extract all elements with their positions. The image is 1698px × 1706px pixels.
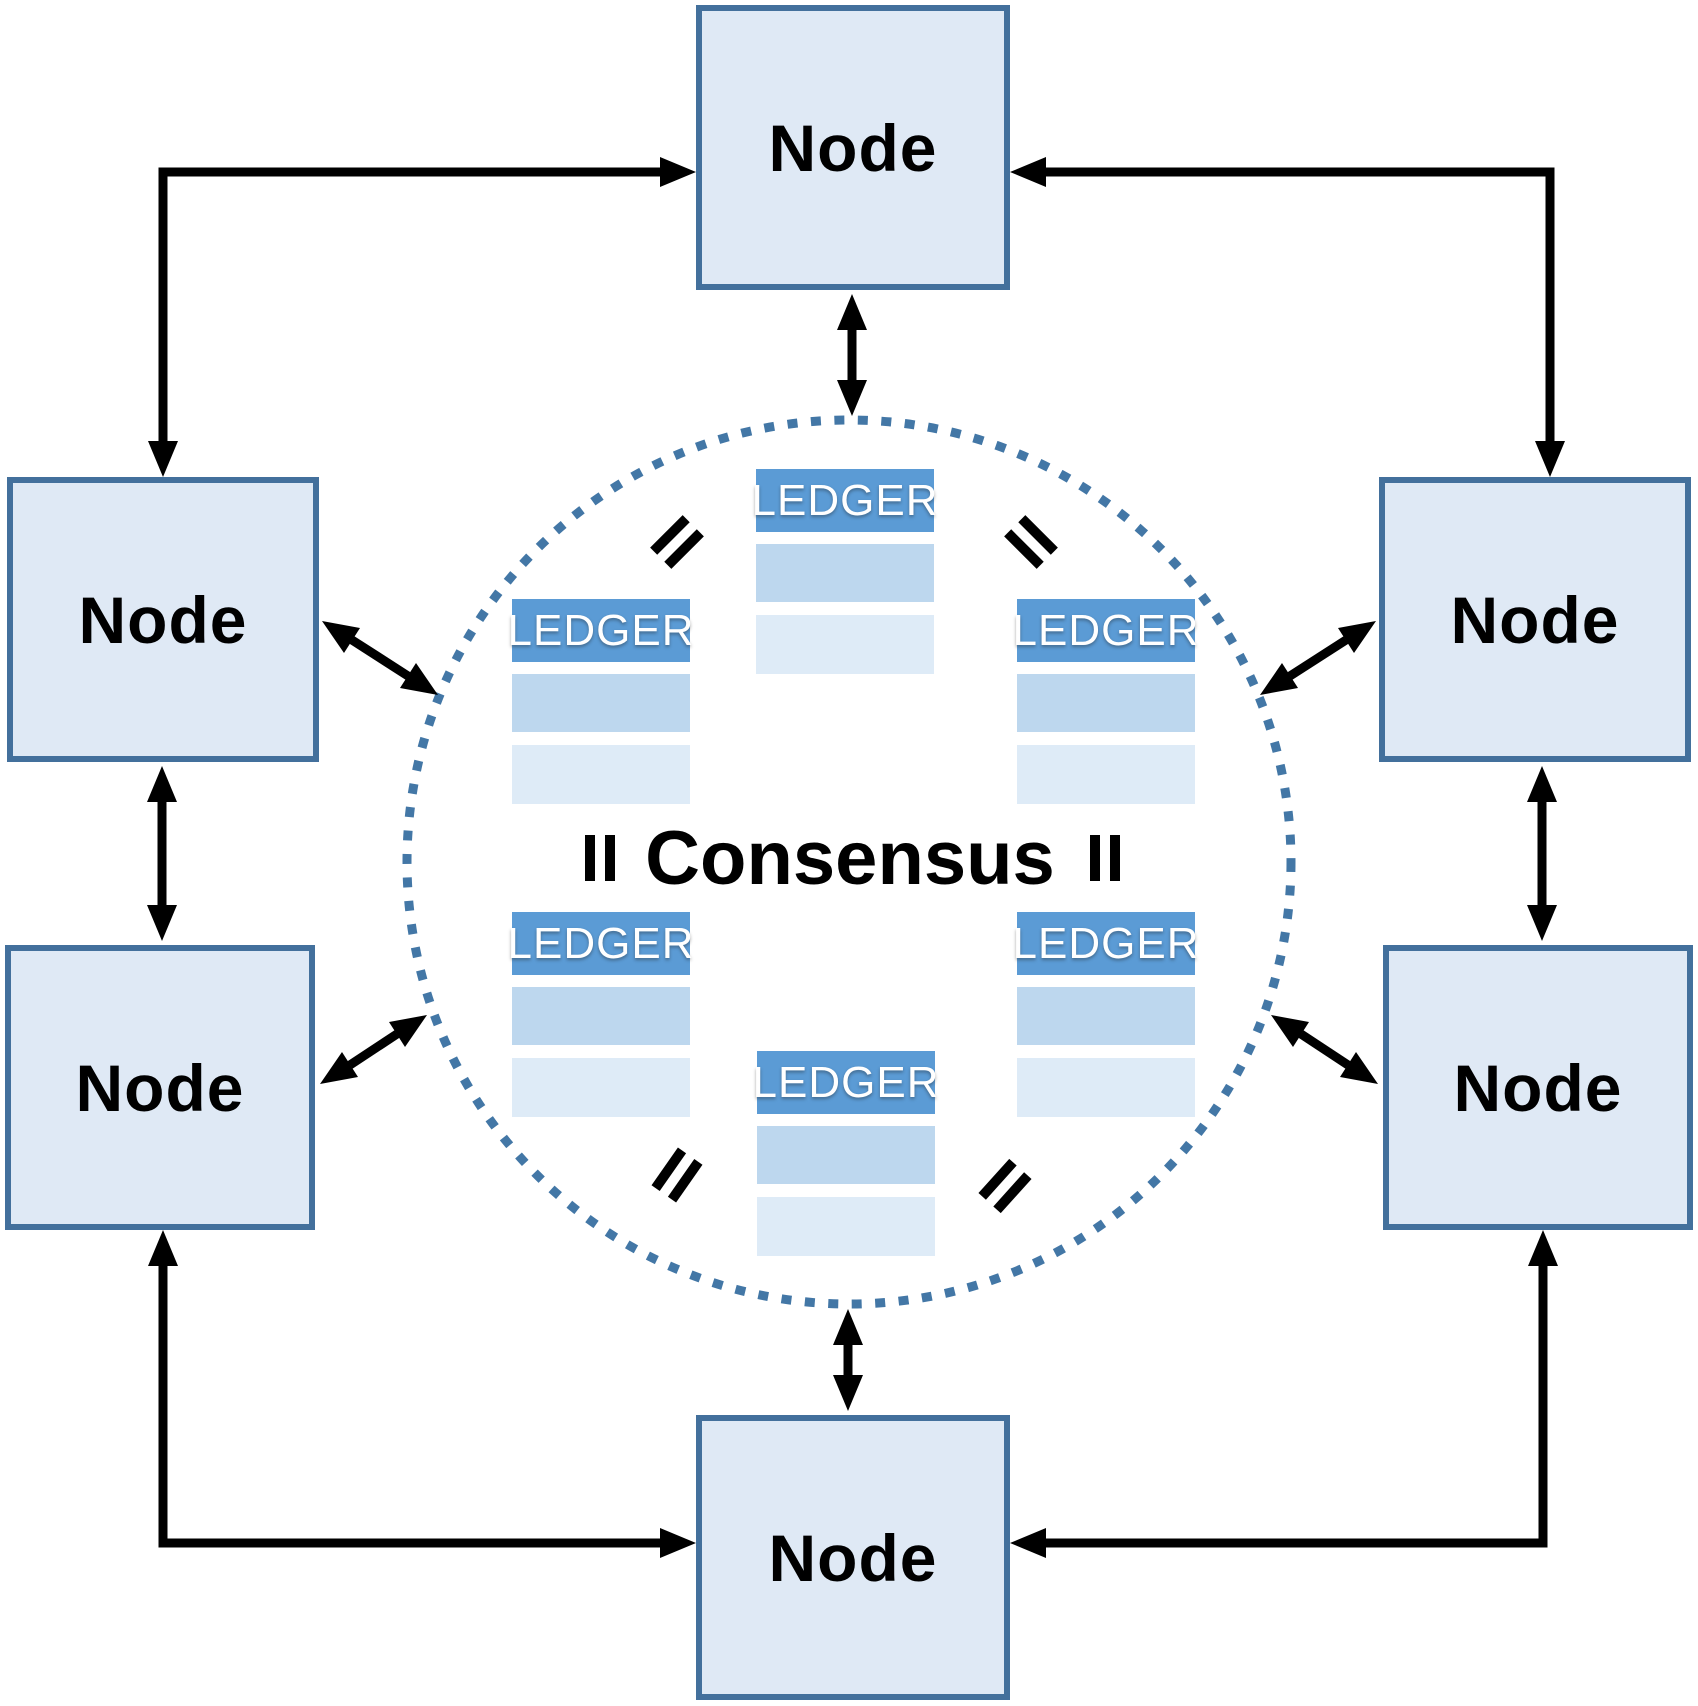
arrowhead-up-icon xyxy=(833,1309,863,1345)
equal-bar xyxy=(1110,835,1120,881)
equal-bar xyxy=(585,835,595,881)
arrow-left-vertical xyxy=(147,766,177,941)
ledger-row xyxy=(1017,674,1195,732)
node-label: Node xyxy=(768,110,938,185)
consensus-label: Consensus xyxy=(645,815,1055,901)
ledger-header: LEDGER xyxy=(1013,912,1198,975)
arrow-top-left-elbow xyxy=(148,157,696,477)
arrowhead-down-icon xyxy=(1535,441,1565,477)
ledger-table-southwest: LEDGER xyxy=(508,912,693,1117)
arrowhead-downright-icon xyxy=(400,663,438,695)
arrowhead-up-icon xyxy=(1528,1230,1558,1266)
ledger-row xyxy=(757,1126,935,1184)
arrow-top-right-elbow xyxy=(1010,157,1565,477)
node-label: Node xyxy=(768,1520,938,1595)
arrowhead-right-icon xyxy=(660,157,696,187)
equal-bar xyxy=(1090,835,1100,881)
arrowhead-down-icon xyxy=(837,380,867,416)
arrow-lower-right-diagonal xyxy=(1271,1015,1378,1084)
ledger-row xyxy=(512,745,690,804)
arrowhead-right-icon xyxy=(660,1528,696,1558)
node-label: Node xyxy=(78,582,248,657)
node-box-upper-left: Node xyxy=(7,477,319,762)
arrowhead-up-icon xyxy=(837,294,867,330)
arrowhead-up-icon xyxy=(148,1230,178,1266)
arrowhead-down-icon xyxy=(147,905,177,941)
ledger-table-east: LEDGER xyxy=(1013,599,1198,804)
ledger-row xyxy=(1017,1058,1195,1117)
arrow-bottom-right-elbow xyxy=(1010,1230,1558,1558)
arrow-upper-right-diagonal xyxy=(1260,621,1376,695)
ledger-header: LEDGER xyxy=(753,1051,938,1114)
arrow-bottom-left-elbow xyxy=(148,1230,696,1558)
ledger-header: LEDGER xyxy=(508,912,693,975)
arrowhead-up-icon xyxy=(147,766,177,802)
equal-bar xyxy=(605,835,615,881)
arrow-top-center xyxy=(837,294,867,416)
arrow-lower-left-diagonal xyxy=(320,1015,427,1084)
arrow-right-vertical xyxy=(1527,766,1557,941)
arrowhead-downright-icon xyxy=(1340,1052,1378,1084)
ledger-row xyxy=(512,674,690,732)
approx-equal-icon-west xyxy=(578,835,622,881)
node-box-upper-right: Node xyxy=(1379,477,1691,762)
ledger-table-west: LEDGER xyxy=(508,599,693,804)
consensus-dotted-circle xyxy=(402,415,1296,1309)
ledger-table-north: LEDGER xyxy=(752,469,937,674)
ledger-table-south: LEDGER xyxy=(753,1051,938,1256)
ledger-row xyxy=(1017,745,1195,804)
ledger-header: LEDGER xyxy=(1013,599,1198,662)
arrow-upper-left-diagonal xyxy=(322,621,438,695)
ledger-row xyxy=(756,544,934,602)
ledger-row xyxy=(1017,987,1195,1045)
node-label: Node xyxy=(75,1050,245,1125)
node-box-lower-left: Node xyxy=(5,945,315,1230)
ledger-table-southeast: LEDGER xyxy=(1013,912,1198,1117)
node-box-top: Node xyxy=(696,5,1010,290)
ledger-row xyxy=(757,1197,935,1256)
arrowhead-upleft-icon xyxy=(322,621,360,653)
arrowhead-downleft-icon xyxy=(1260,663,1298,695)
arrowhead-down-icon xyxy=(833,1375,863,1411)
arrowhead-upleft-icon xyxy=(1271,1015,1309,1047)
arrowhead-downleft-icon xyxy=(320,1052,358,1084)
node-box-lower-right: Node xyxy=(1383,945,1693,1230)
ledger-header: LEDGER xyxy=(752,469,937,532)
arrowhead-upright-icon xyxy=(1338,621,1376,653)
node-label: Node xyxy=(1450,582,1620,657)
arrowhead-down-icon xyxy=(1527,905,1557,941)
ledger-row xyxy=(512,987,690,1045)
node-label: Node xyxy=(1453,1050,1623,1125)
node-box-bottom: Node xyxy=(696,1415,1010,1700)
approx-equal-icon-east xyxy=(1083,835,1127,881)
ledger-row xyxy=(756,615,934,674)
arrowhead-up-icon xyxy=(1527,766,1557,802)
ledger-header: LEDGER xyxy=(508,599,693,662)
ledger-row xyxy=(512,1058,690,1117)
arrowhead-left-icon xyxy=(1010,1528,1046,1558)
arrowhead-down-icon xyxy=(148,441,178,477)
arrowhead-left-icon xyxy=(1010,157,1046,187)
arrow-bottom-center xyxy=(833,1309,863,1411)
arrowhead-upright-icon xyxy=(389,1015,427,1047)
